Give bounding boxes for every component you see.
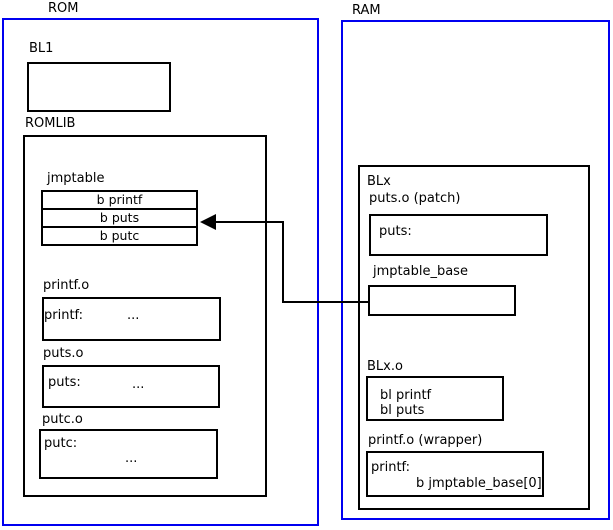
printf-ellipsis: ... <box>127 308 140 323</box>
puts-symbol: puts: <box>48 375 81 390</box>
blx-o-label: BLx.o <box>367 359 403 374</box>
putc-o-label: putc.o <box>42 412 83 427</box>
romlib-label: ROMLIB <box>25 116 76 131</box>
bl1-box <box>27 62 171 112</box>
puts-o-label: puts.o <box>43 346 84 361</box>
printf-wrapper-symbol: printf: <box>371 460 411 475</box>
ram-region-label: RAM <box>352 3 381 18</box>
jmptable-row-putc: b putc <box>41 226 198 246</box>
puts-patch-symbol: puts: <box>379 224 412 239</box>
jmptable-base-box <box>368 285 516 316</box>
putc-o-box: putc: ... <box>39 429 218 479</box>
putc-ellipsis: ... <box>125 451 138 466</box>
puts-patch-box: puts: <box>369 214 548 256</box>
printf-o-box: printf: ... <box>42 297 221 341</box>
blx-o-line-bl-puts: bl puts <box>380 403 425 418</box>
romlib-box <box>23 135 267 497</box>
blx-box <box>358 165 590 510</box>
bl1-label: BL1 <box>29 41 54 56</box>
printf-wrapper-label: printf.o (wrapper) <box>368 433 483 448</box>
puts-patch-label: puts.o (patch) <box>369 191 461 206</box>
jmptable-row-printf: b printf <box>41 190 198 210</box>
puts-ellipsis: ... <box>132 377 145 392</box>
puts-o-box: puts: ... <box>42 365 220 408</box>
rom-region-label: ROM <box>48 1 79 16</box>
blx-o-line-bl-printf: bl printf <box>380 388 432 403</box>
printf-symbol: printf: <box>44 308 84 323</box>
printf-wrapper-box: printf: b jmptable_base[0] <box>366 451 544 497</box>
jmptable-label: jmptable <box>47 171 105 186</box>
blx-label: BLx <box>367 174 391 189</box>
blx-o-box: bl printf bl puts <box>366 376 504 421</box>
jmptable-row-puts: b puts <box>41 208 198 228</box>
jmptable-base-label: jmptable_base <box>373 264 468 279</box>
printf-o-label: printf.o <box>43 278 90 293</box>
printf-wrapper-body: b jmptable_base[0] <box>416 476 542 491</box>
putc-symbol: putc: <box>44 436 78 451</box>
jmptable-box: b printf b puts b putc <box>41 190 198 246</box>
